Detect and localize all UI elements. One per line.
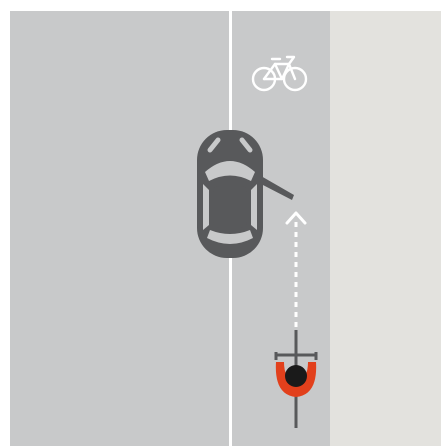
cyclist-head — [285, 365, 307, 387]
car-side-window-right — [251, 184, 257, 230]
car-side-window-left — [203, 184, 209, 230]
sidewalk — [330, 11, 441, 446]
car-roof — [213, 186, 247, 228]
road-lane — [10, 11, 230, 446]
